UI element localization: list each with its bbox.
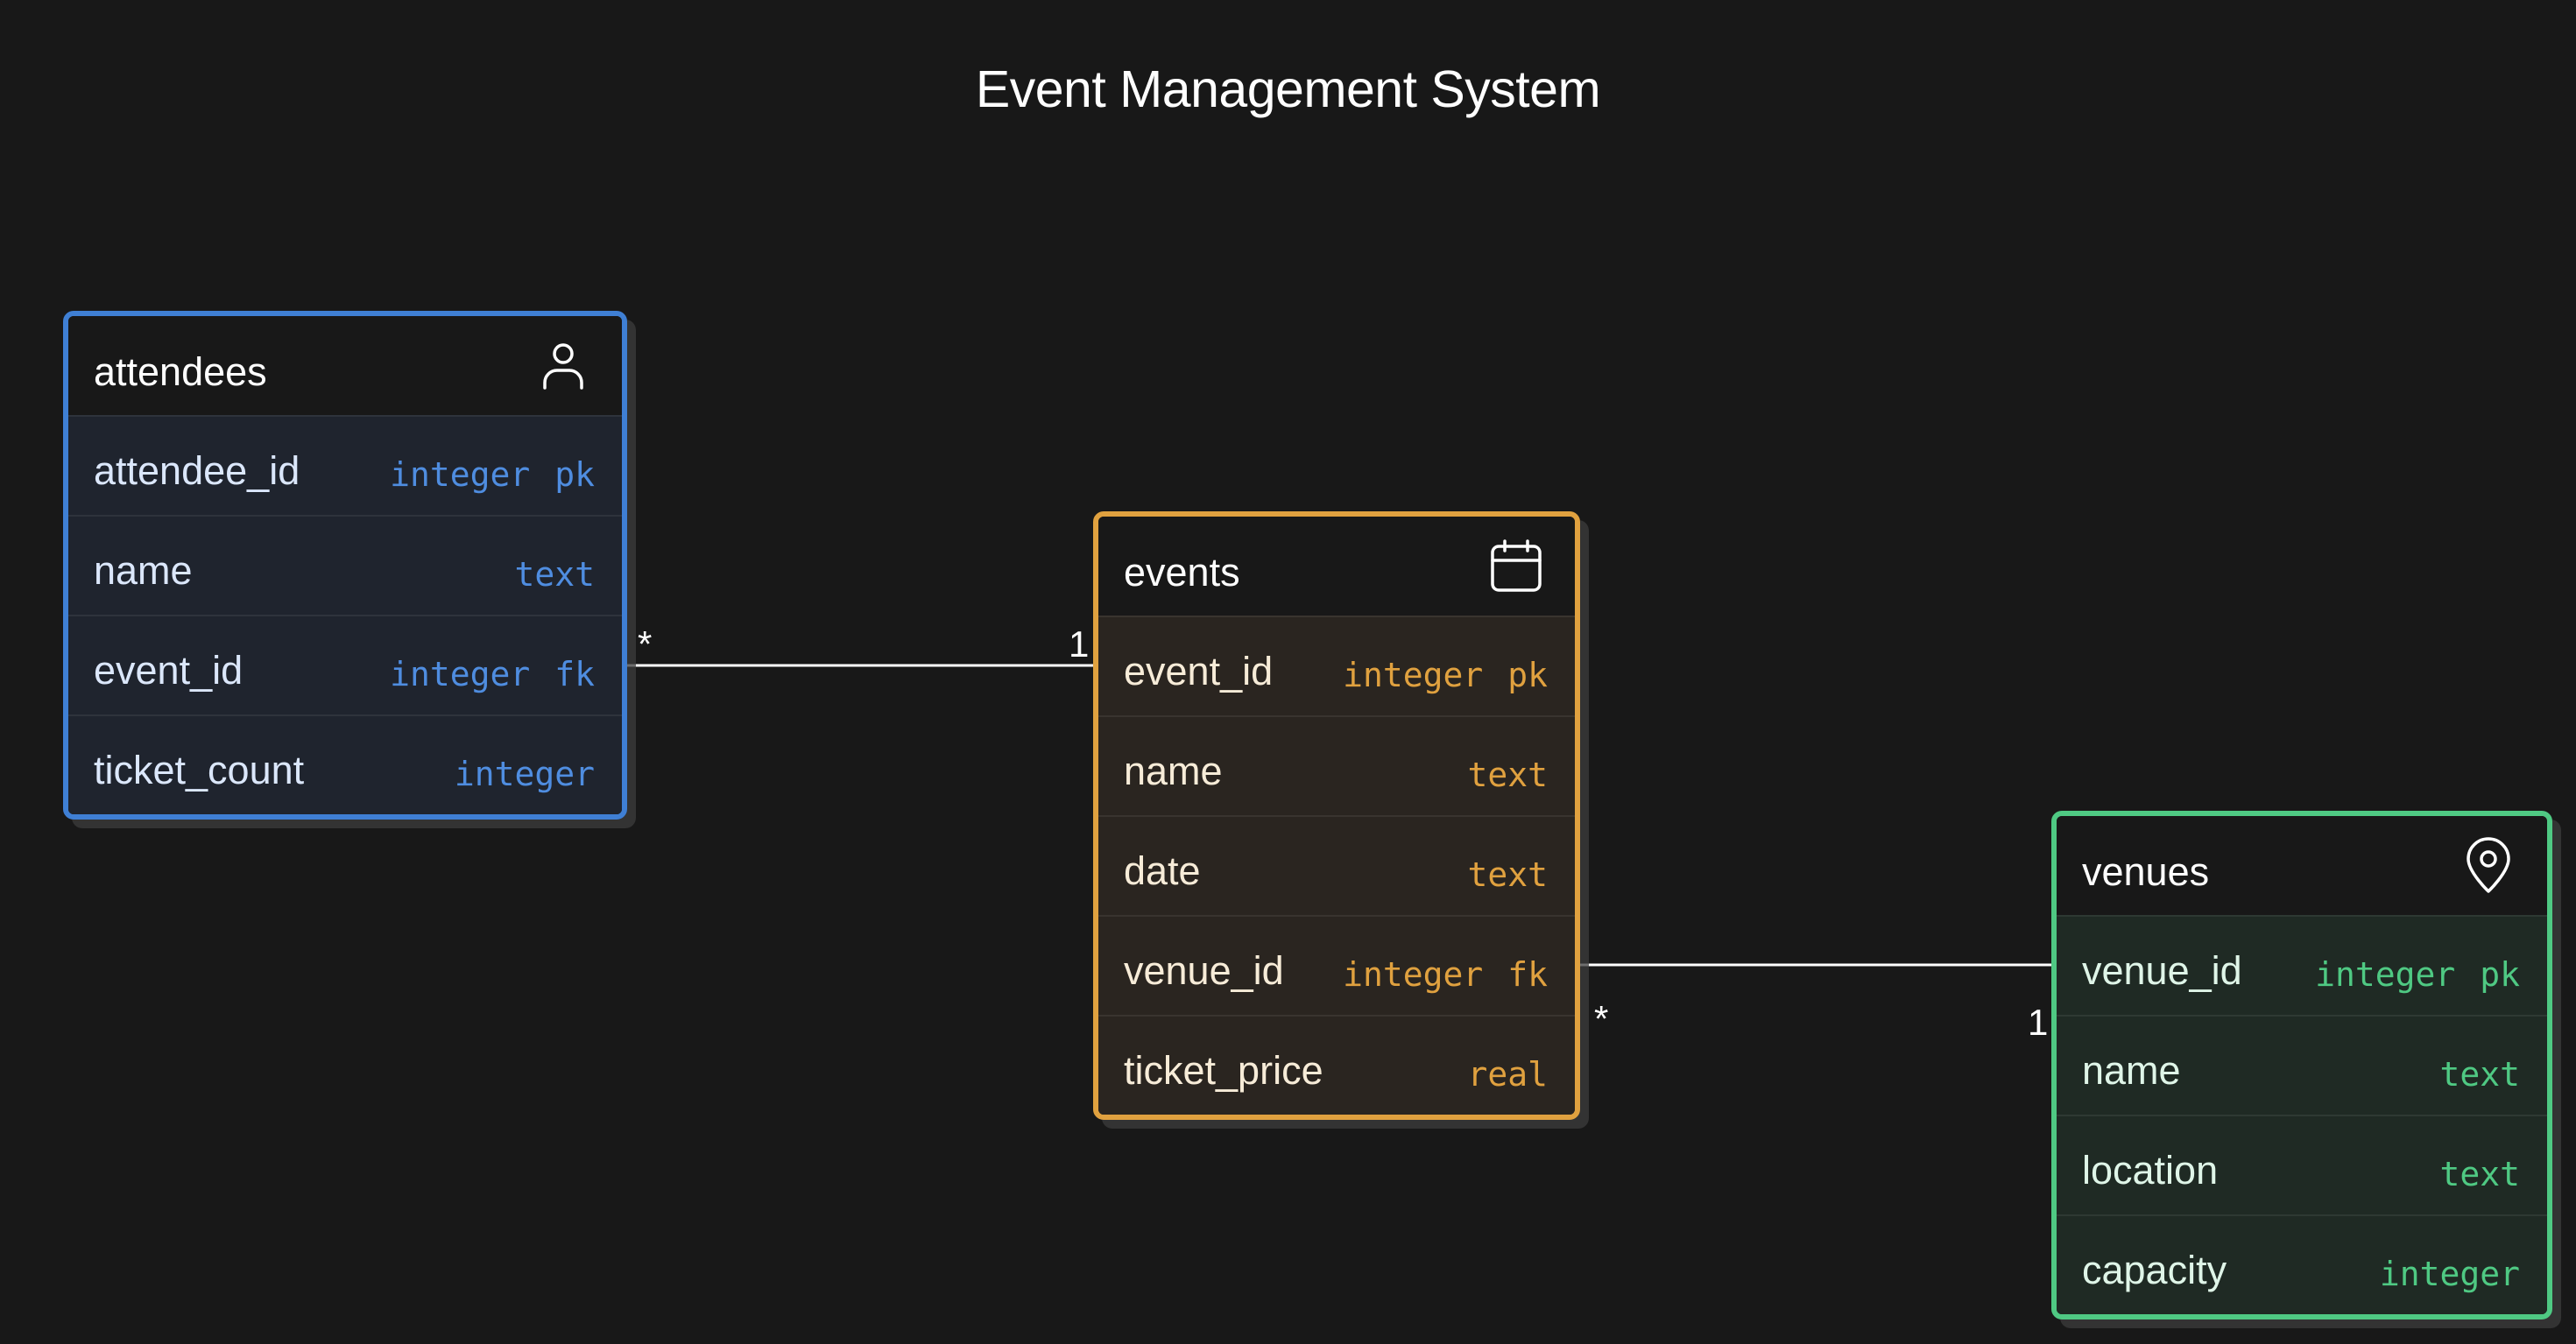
table-name: events xyxy=(1124,550,1240,595)
relationship-events-venues[interactable] xyxy=(1562,959,2067,971)
primary-key-badge: pk xyxy=(554,455,595,494)
field-type: integer xyxy=(455,755,595,793)
field-type-label: text xyxy=(1467,855,1548,894)
field-type: text xyxy=(2439,1155,2520,1193)
field-type-label: integer xyxy=(454,755,595,793)
field-type: integer xyxy=(2380,1255,2520,1293)
field-name: ticket_count xyxy=(94,748,305,792)
table-header[interactable]: attendees xyxy=(68,316,622,415)
field-name: venue_id xyxy=(2082,948,2242,993)
relationship-attendees-events[interactable] xyxy=(603,659,1115,672)
field-name: name xyxy=(1124,749,1223,793)
field-type-label: integer xyxy=(390,455,531,494)
cardinality-one: 1 xyxy=(2028,1002,2049,1043)
field-name: event_id xyxy=(94,648,243,693)
field-name: name xyxy=(94,548,193,593)
cardinality-one: 1 xyxy=(1069,623,1090,665)
field-row[interactable]: date text xyxy=(1098,815,1575,915)
field-row[interactable]: location text xyxy=(2057,1115,2547,1214)
table-events[interactable]: events event_id integer pk name text date… xyxy=(1093,511,1580,1120)
field-row[interactable]: name text xyxy=(68,515,622,615)
field-type-label: real xyxy=(1467,1055,1548,1094)
field-name: event_id xyxy=(1124,649,1274,693)
field-row[interactable]: venue_id integer pk xyxy=(2057,915,2547,1015)
diagram-title: Event Management System xyxy=(975,60,1601,118)
field-type: integer fk xyxy=(390,655,595,693)
field-type-label: text xyxy=(2439,1155,2520,1193)
field-type-label: integer xyxy=(2315,955,2456,994)
field-type-label: text xyxy=(1467,756,1548,794)
cardinality-many: * xyxy=(638,623,653,665)
field-type-label: text xyxy=(514,555,595,594)
field-name: location xyxy=(2082,1148,2219,1193)
field-row[interactable]: venue_id integer fk xyxy=(1098,915,1575,1015)
foreign-key-badge: fk xyxy=(1507,955,1548,994)
field-type: integer fk xyxy=(1343,955,1548,994)
field-type-label: integer xyxy=(1343,656,1484,694)
table-name: attendees xyxy=(94,349,267,394)
field-name: venue_id xyxy=(1124,948,1284,993)
foreign-key-badge: fk xyxy=(554,655,595,693)
field-name: attendee_id xyxy=(94,448,300,493)
field-name: name xyxy=(2082,1048,2181,1093)
field-type-label: text xyxy=(2439,1055,2520,1094)
field-type: real xyxy=(1467,1055,1548,1094)
map-pin-icon xyxy=(2467,837,2510,893)
field-name: ticket_price xyxy=(1124,1048,1323,1093)
field-row[interactable]: event_id integer pk xyxy=(1098,616,1575,715)
field-type-label: integer xyxy=(1343,955,1484,994)
table-header[interactable]: venues xyxy=(2057,816,2547,915)
field-row[interactable]: name text xyxy=(1098,715,1575,815)
calendar-icon xyxy=(1491,539,1542,592)
field-row[interactable]: ticket_price real xyxy=(1098,1015,1575,1115)
primary-key-badge: pk xyxy=(1507,656,1548,694)
field-type-label: integer xyxy=(2379,1255,2520,1293)
field-type: text xyxy=(1467,855,1548,894)
field-type-label: integer xyxy=(390,655,531,693)
field-row[interactable]: event_id integer fk xyxy=(68,615,622,714)
field-type: integer pk xyxy=(390,455,595,494)
primary-key-badge: pk xyxy=(2480,955,2520,994)
field-row[interactable]: name text xyxy=(2057,1015,2547,1115)
field-name: capacity xyxy=(2082,1248,2227,1292)
field-type: integer pk xyxy=(2315,955,2520,994)
table-attendees[interactable]: attendees attendee_id integer pk name tex… xyxy=(63,311,627,820)
field-type: text xyxy=(1467,756,1548,794)
field-row[interactable]: capacity integer xyxy=(2057,1214,2547,1314)
field-type: text xyxy=(2439,1055,2520,1094)
field-row[interactable]: attendee_id integer pk xyxy=(68,415,622,515)
table-name: venues xyxy=(2082,849,2210,894)
cardinality-many: * xyxy=(1594,998,1609,1039)
user-icon xyxy=(543,343,583,390)
table-venues[interactable]: venues venue_id integer pk name text loca… xyxy=(2051,811,2552,1319)
table-header[interactable]: events xyxy=(1098,517,1575,616)
field-type: text xyxy=(514,555,595,594)
field-name: date xyxy=(1124,848,1201,893)
field-type: integer pk xyxy=(1343,656,1548,694)
field-row[interactable]: ticket_count integer xyxy=(68,714,622,814)
